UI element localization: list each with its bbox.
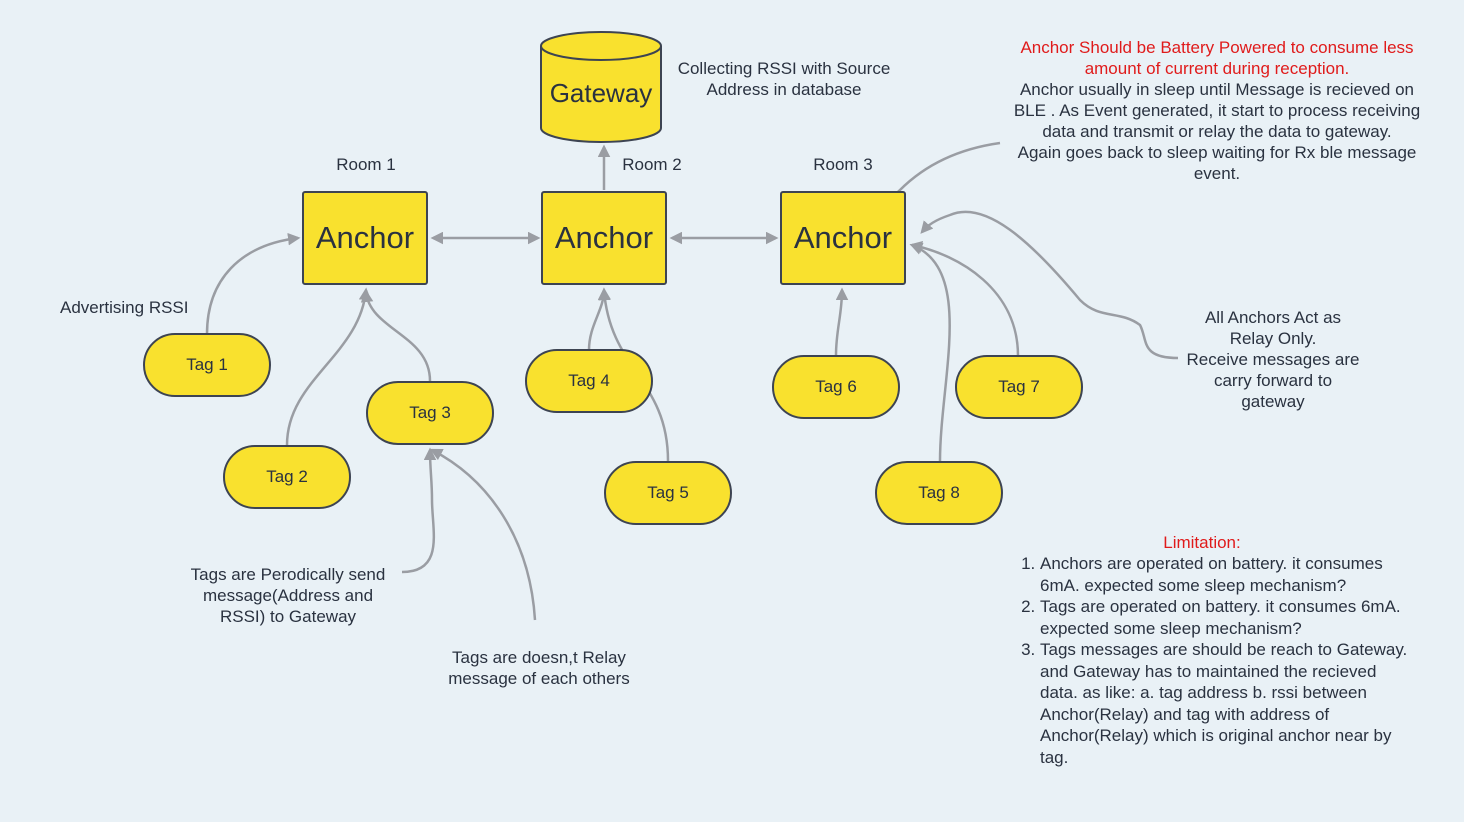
battery-note: Anchor Should be Battery Powered to cons… <box>1013 38 1421 183</box>
anchor-room-1[interactable]: Anchor <box>302 191 428 285</box>
limitation-item: Tags are operated on battery. it consume… <box>1040 596 1410 639</box>
link-tag8-anchor3 <box>909 242 951 462</box>
gateway-label: Gateway <box>549 78 653 108</box>
tag-1[interactable]: Tag 1 <box>143 333 271 397</box>
pointer-relay-note <box>920 210 1179 360</box>
gateway-note: Collecting RSSI with Source Address in d… <box>677 59 891 99</box>
tag-3[interactable]: Tag 3 <box>366 381 494 445</box>
periodic-note: Tags are Perodically send message(Addres… <box>190 565 386 626</box>
limitation-title: Limitation: <box>1163 533 1241 552</box>
no-relay-note: Tags are doesn,t Relay message of each o… <box>448 648 630 688</box>
link-tag7-anchor3 <box>909 240 1020 357</box>
link-tag6-anchor3 <box>834 287 849 356</box>
link-tag3-anchor1 <box>360 289 432 382</box>
pointer-no-relay-note <box>429 448 537 621</box>
anchor-room-3[interactable]: Anchor <box>780 191 906 285</box>
gateway-cylinder[interactable] <box>540 31 662 143</box>
anchor-room-2[interactable]: Anchor <box>541 191 667 285</box>
relay-only-note: All Anchors Act as Relay Only. Receive m… <box>1186 308 1360 411</box>
room-3-label: Room 3 <box>813 155 873 174</box>
room-1-label: Room 1 <box>336 155 396 174</box>
tag-6[interactable]: Tag 6 <box>772 355 900 419</box>
tag-8[interactable]: Tag 8 <box>875 461 1003 525</box>
tag-5[interactable]: Tag 5 <box>604 461 732 525</box>
link-tag1-anchor1 <box>205 232 301 335</box>
limitation-item: Tags messages are should be reach to Gat… <box>1040 639 1410 768</box>
room-2-label: Room 2 <box>622 155 682 174</box>
link-tag2-anchor1 <box>285 287 372 446</box>
limitation-list: Anchors are operated on battery. it cons… <box>1020 553 1410 768</box>
limitation-item: Anchors are operated on battery. it cons… <box>1040 553 1410 596</box>
tag-2[interactable]: Tag 2 <box>223 445 351 509</box>
tag-4[interactable]: Tag 4 <box>525 349 653 413</box>
pointer-periodic-note <box>401 447 437 574</box>
tag-7[interactable]: Tag 7 <box>955 355 1083 419</box>
advertising-note: Advertising RSSI <box>60 298 189 317</box>
link-tag4-anchor2 <box>587 287 611 351</box>
